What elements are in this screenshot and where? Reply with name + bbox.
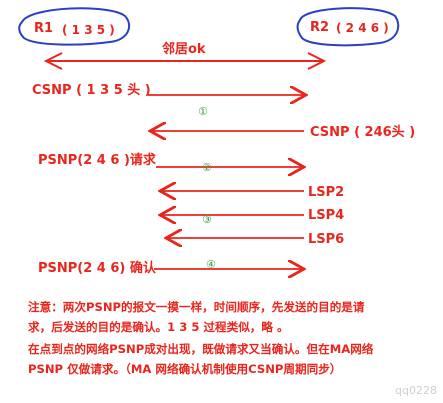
step-psnp-request-label: PSNP(2 4 6 )请求 (38, 152, 157, 168)
watermark: qq0228 (395, 384, 437, 397)
adjacency-arrow-left (43, 52, 63, 70)
diagram-canvas: R1 ( 1 3 5 ) R2 ( 2 4 6 ) 邻居ok CSNP ( 1 … (18, 7, 415, 300)
note-line-4: PSNP 仅做请求。（MA 网络确认机制使用CSNP周期同步） (28, 362, 342, 376)
step-psnp-confirm-label: PSNP(2 4 6) 确认 (38, 260, 157, 276)
router-right-outline (296, 7, 400, 47)
step-num-3: ③ (202, 213, 212, 226)
step-csnp-135-label: CSNP ( 1 3 5 头 ) (32, 82, 151, 98)
step-num-2: ② (202, 161, 212, 174)
note-line-1: 注意：两次PSNP的报文一摸一样，时间顺序，先发送的目的是请 (28, 300, 365, 314)
note-line-2: 求，后发送的目的是确认。1 3 5 过程类似，略 。 (28, 320, 289, 334)
adjacency-arrow-right (307, 52, 327, 70)
step-lsp2-label: LSP2 (308, 185, 344, 200)
step-num-1: ① (198, 105, 208, 118)
step-lsp4-label: LSP4 (308, 208, 344, 223)
router-left-lsps: ( 1 3 5 ) (62, 23, 115, 37)
step-lsp6-label: LSP6 (308, 232, 344, 247)
step-csnp-246-label: CSNP ( 246头 ) (310, 124, 415, 140)
router-left-name: R1 (34, 21, 53, 36)
note-line-3: 在点到点的网络PSNP成对出现，既做请求又当确认。但在MA网络 (28, 342, 374, 356)
step-num-4: ④ (206, 258, 216, 271)
router-right-lsps: ( 2 4 6 ) (336, 21, 389, 35)
router-left-outline (18, 7, 130, 46)
adjacency-label: 邻居ok (161, 41, 206, 57)
router-right-name: R2 (310, 20, 329, 35)
